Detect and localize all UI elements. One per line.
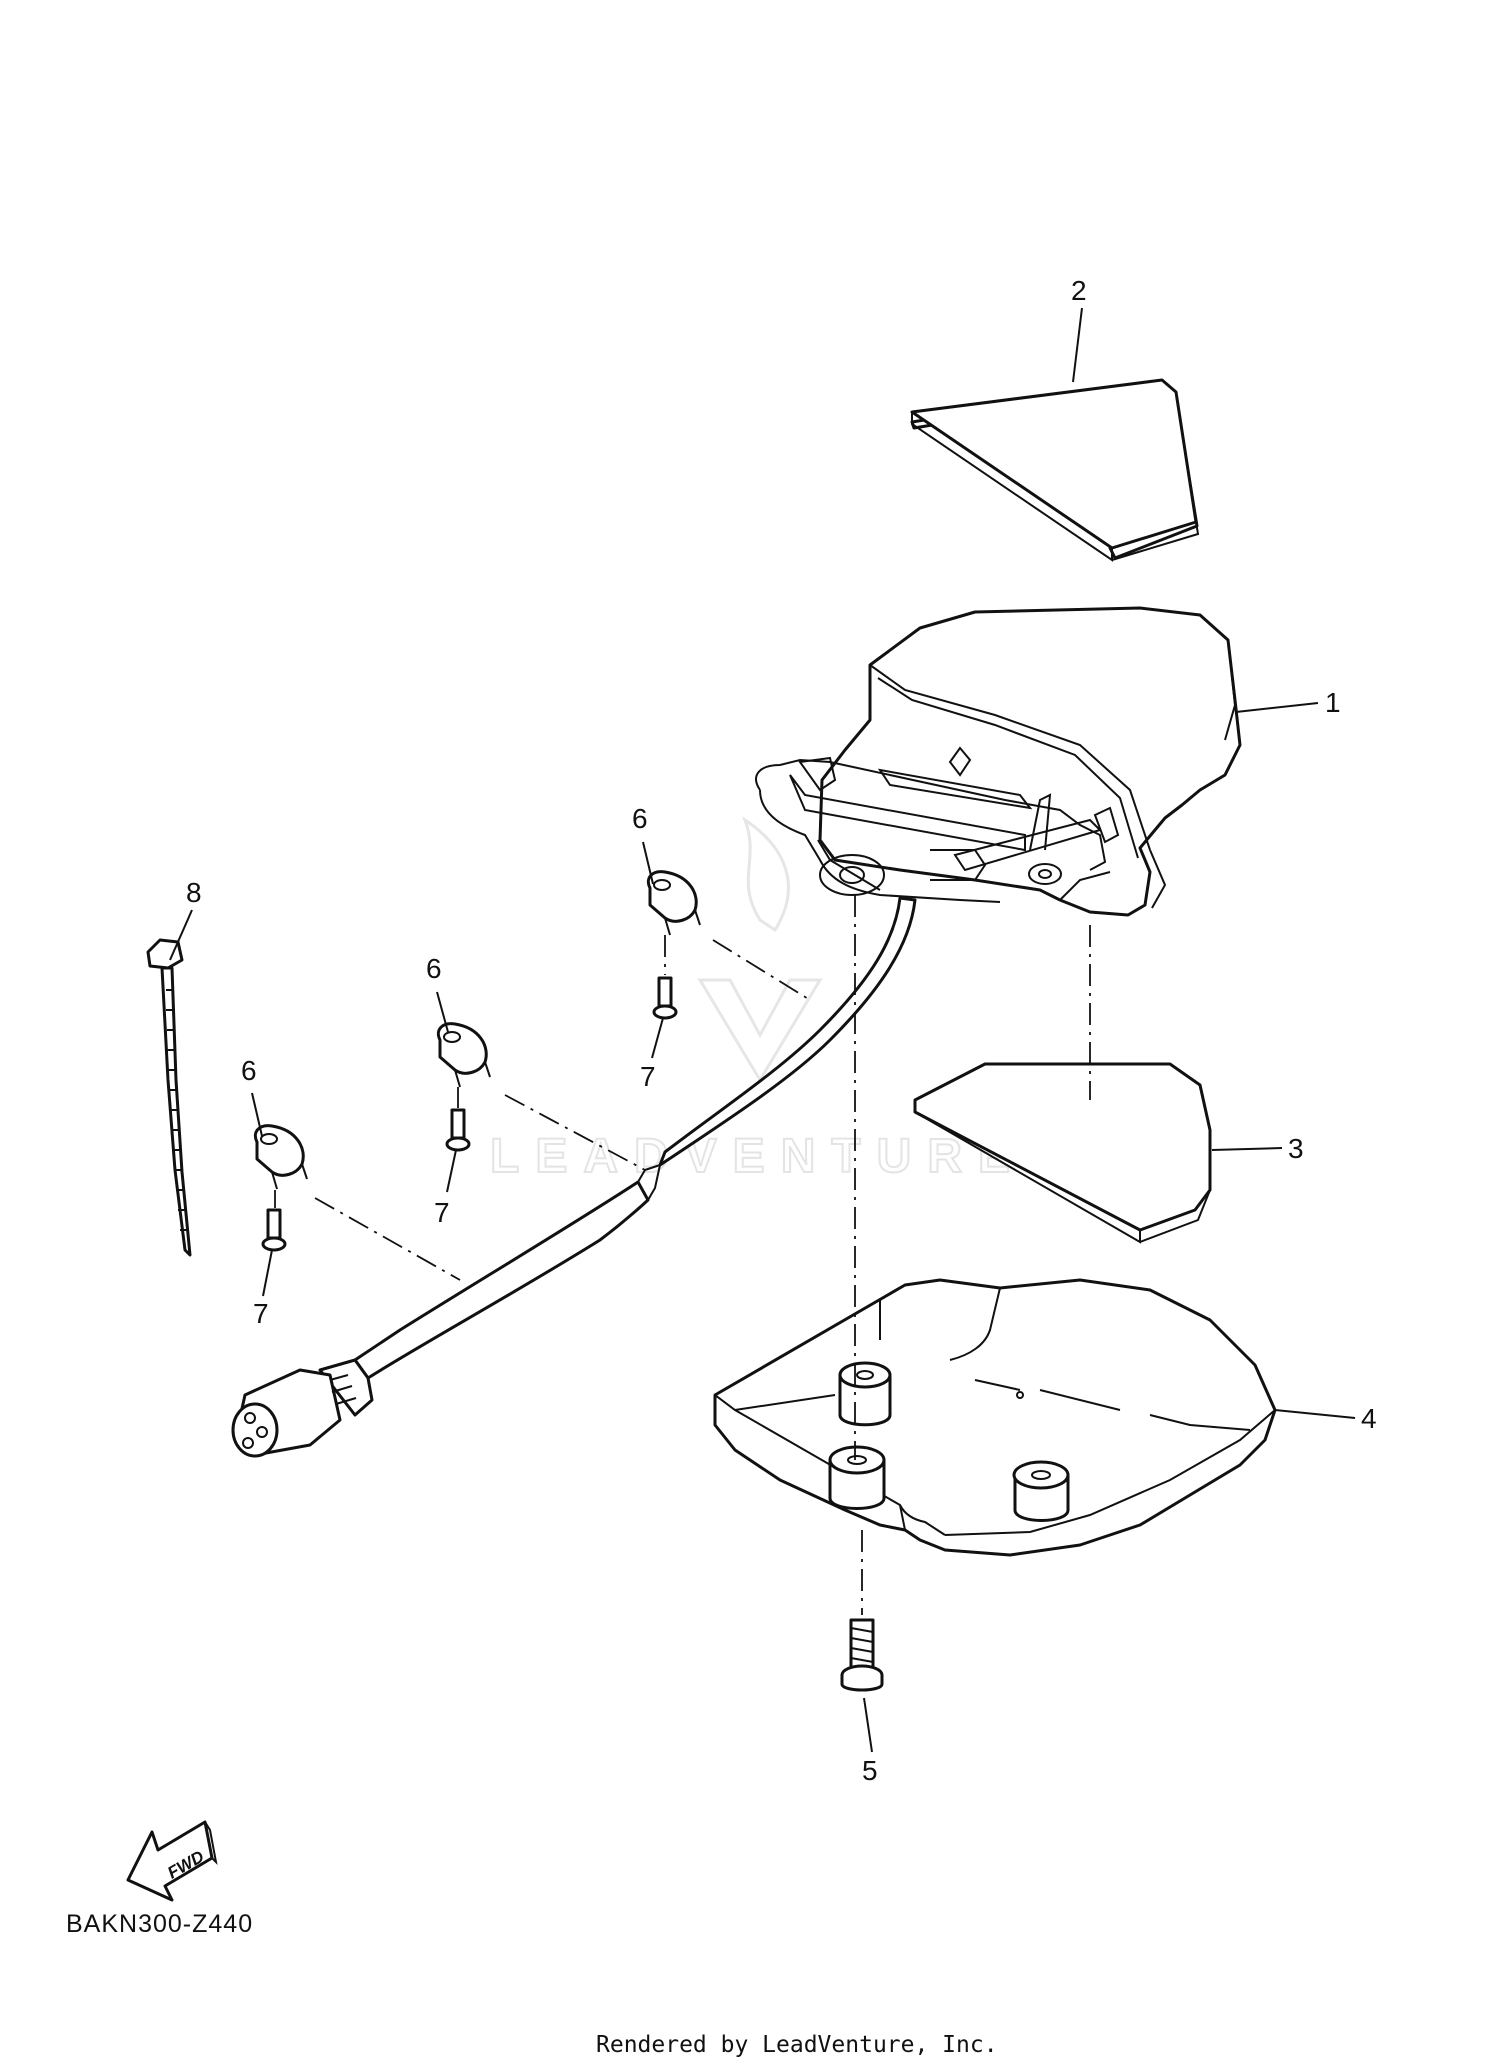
callout-8: 8: [186, 877, 202, 908]
watermark-text: LEADVENTURE: [490, 1130, 1026, 1183]
callout-4: 4: [1361, 1403, 1377, 1434]
screw-c: [261, 1208, 287, 1252]
screw-a: [652, 976, 678, 1020]
part-1-housing: [755, 606, 1242, 917]
callout-1: 1: [1325, 687, 1341, 718]
callout-7-b: 7: [434, 1197, 450, 1228]
part-2-pad: [910, 378, 1200, 562]
callout-3: 3: [1288, 1133, 1304, 1164]
watermark: LEADVENTURE: [489, 816, 1026, 1184]
callouts: 2 1 3 4 5 6 6 6 7 7 7 8: [186, 275, 1377, 1786]
clamp-c: [253, 1124, 308, 1190]
callout-7-a: 7: [640, 1061, 656, 1092]
clamp-b: [436, 1022, 491, 1088]
callout-6-c: 6: [241, 1055, 257, 1086]
part-3-pad: [913, 1062, 1212, 1244]
wire-harness: [231, 896, 917, 1458]
callout-6-a: 6: [632, 803, 648, 834]
callout-6-b: 6: [426, 953, 442, 984]
rendered-by-footer: Rendered by LeadVenture, Inc.: [596, 2032, 998, 2058]
callout-5: 5: [862, 1755, 878, 1786]
diagram-code: BAKN300-Z440: [66, 1910, 253, 1938]
screw-b: [445, 1108, 471, 1152]
leader-lines: [169, 307, 1356, 1753]
part-5-screw: [840, 1618, 884, 1692]
part-4-base: [713, 1278, 1277, 1557]
callout-7-c: 7: [253, 1298, 269, 1329]
callout-2: 2: [1071, 275, 1087, 306]
fwd-arrow-icon: FWD: [126, 1820, 218, 1902]
center-lines: [274, 895, 1091, 1615]
clamp-a: [646, 870, 701, 936]
part-8-cable-tie: [146, 938, 192, 1257]
